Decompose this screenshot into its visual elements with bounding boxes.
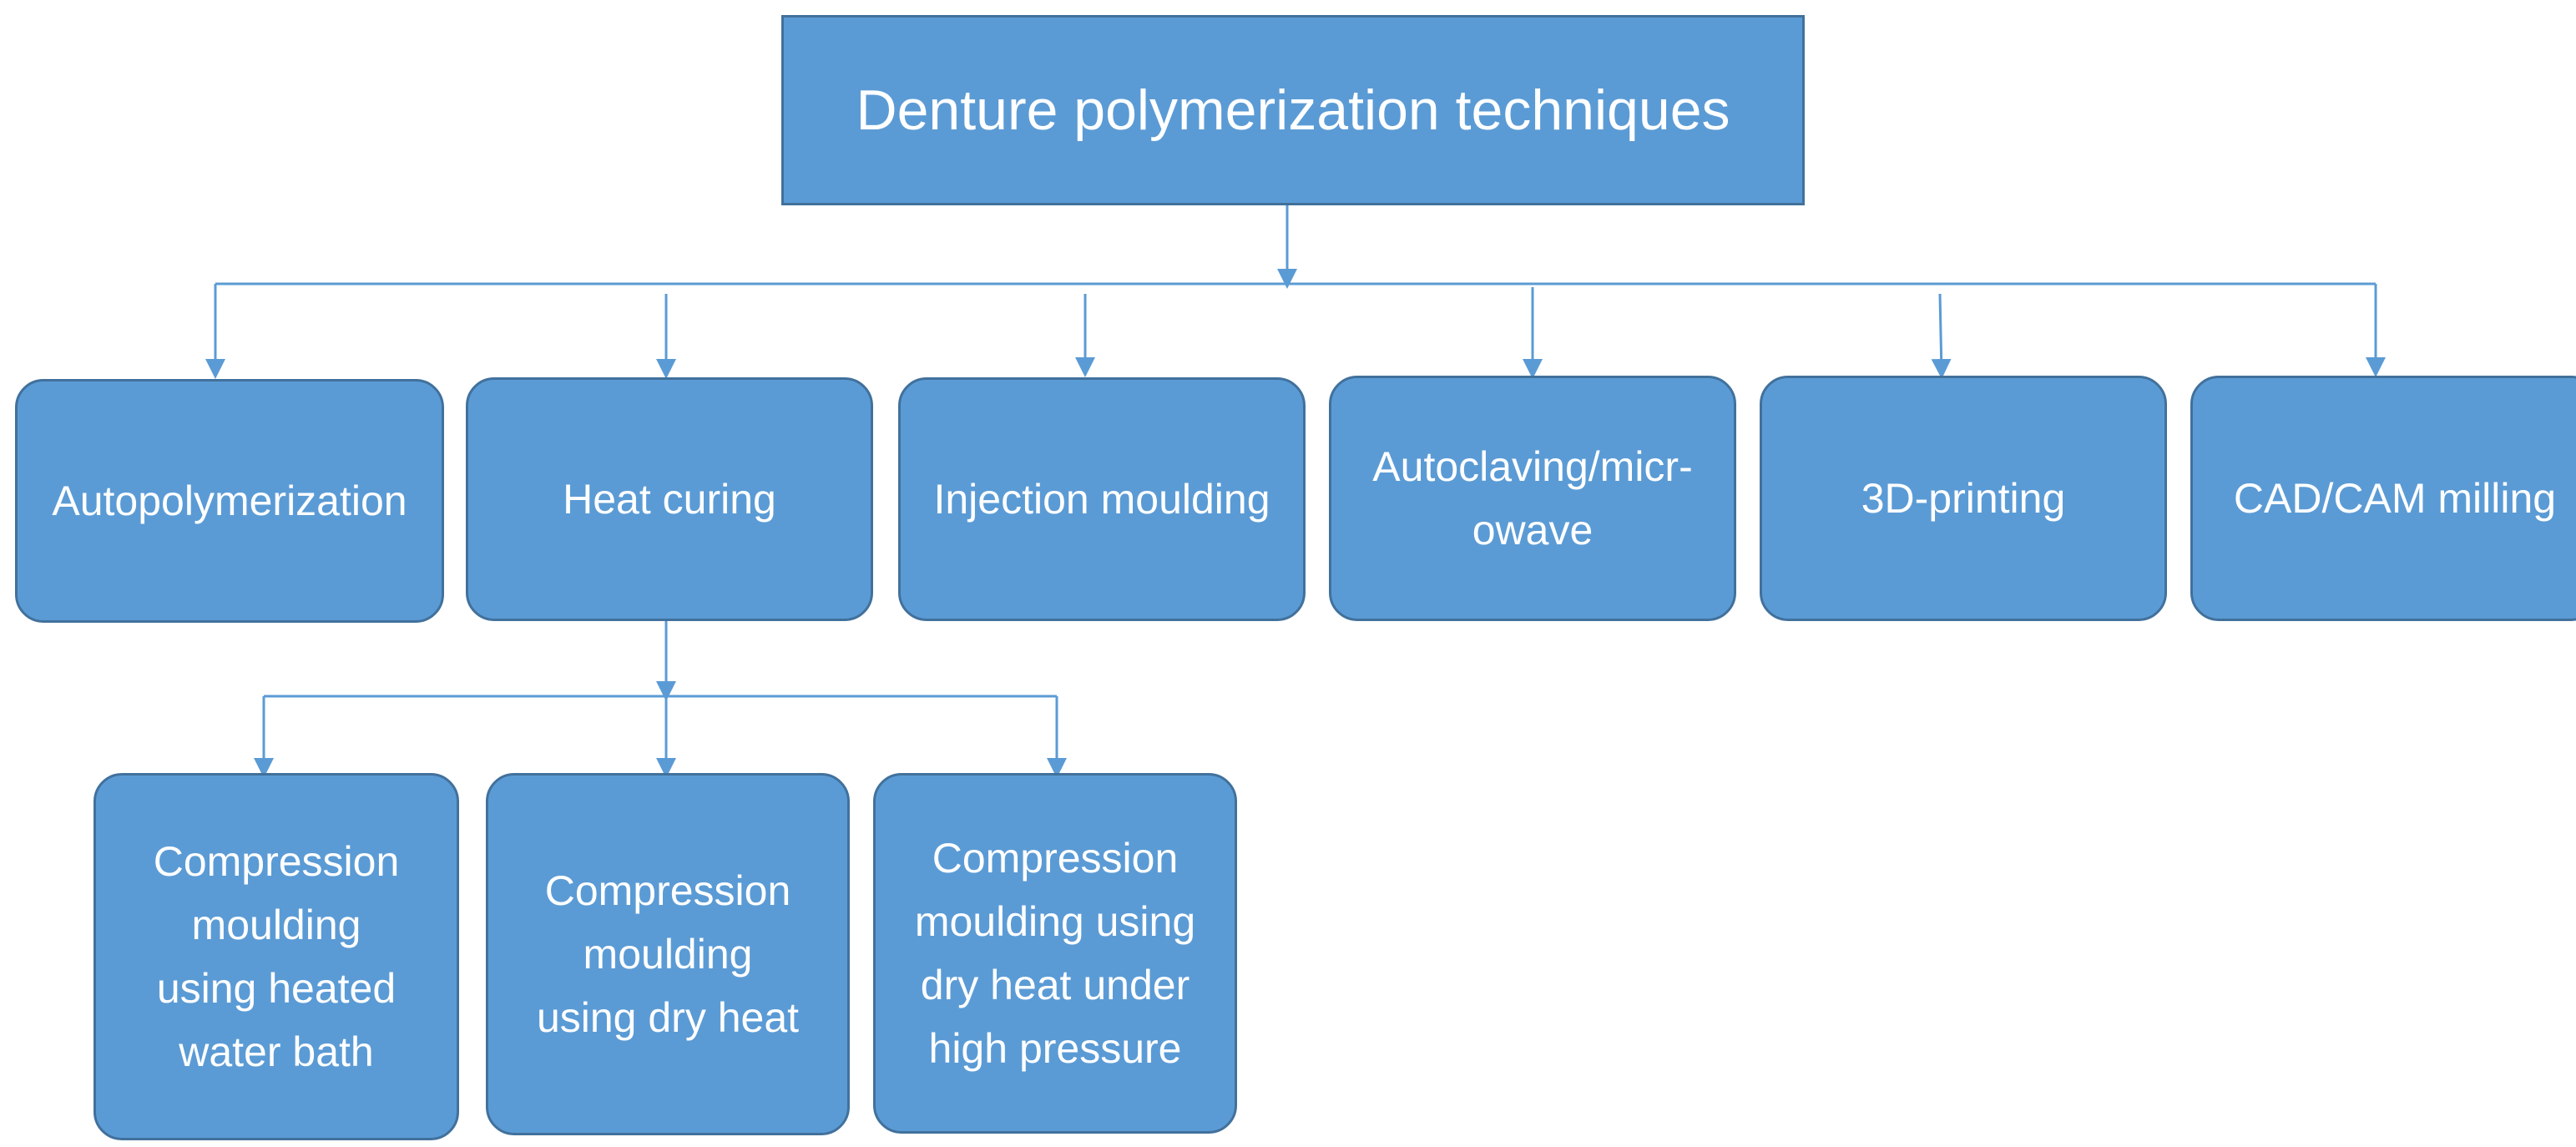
node-heat-curing: Heat curing [466,377,873,621]
node-autopolymerization: Autopolymerization [15,379,444,623]
node-injection-moulding: Injection moulding [898,377,1306,621]
connector-3d-printing [1931,293,1952,379]
node-cad-cam-milling: CAD/CAM milling [2190,376,2576,621]
root-node: Denture polymerization techniques [781,15,1805,205]
node-3d-printing: 3D-printing [1760,376,2167,621]
node-autoclaving-microwave: Autoclaving/micr-owave [1329,376,1736,621]
node-compression-dry-heat: Compression moulding using dry heat [486,773,850,1135]
node-compression-high-pressure: Compression moulding using dry heat unde… [873,773,1237,1134]
node-compression-water-bath: Compression moulding using heated water … [93,773,459,1140]
